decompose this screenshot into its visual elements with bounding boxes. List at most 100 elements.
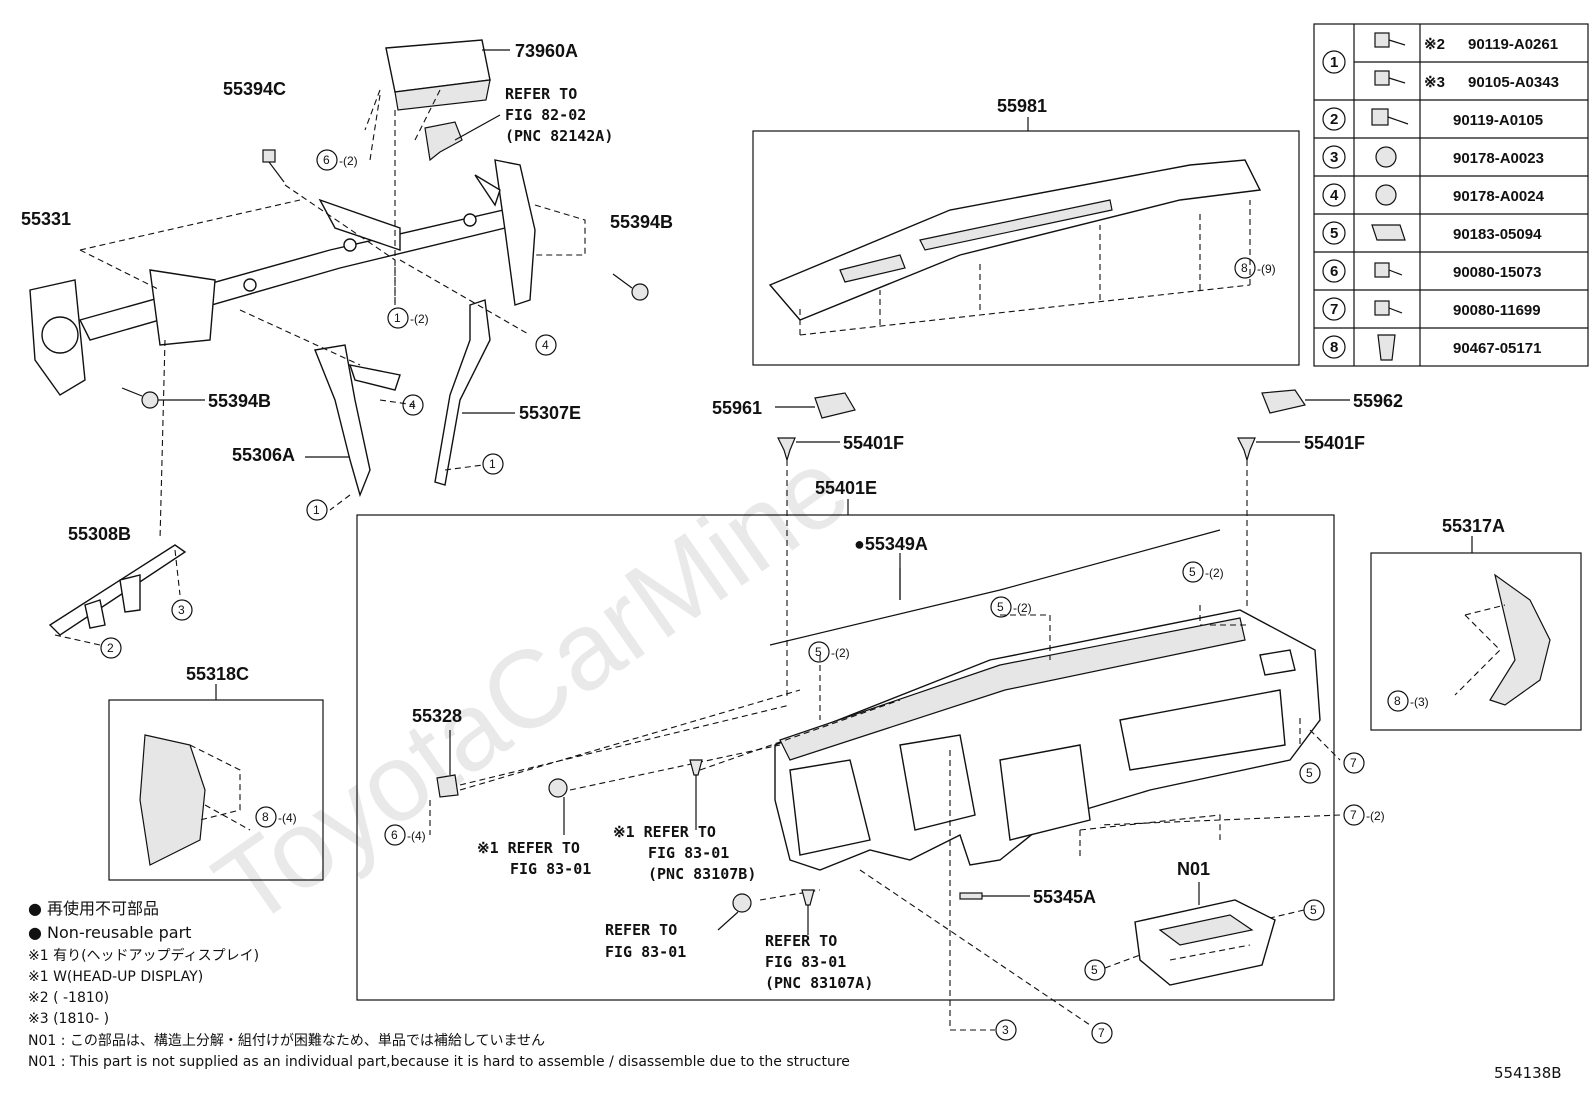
table-part-3: 90178-A0023 xyxy=(1453,150,1544,167)
svg-text:REFER TO: REFER TO xyxy=(765,932,837,950)
svg-text:FIG 82-02: FIG 82-02 xyxy=(505,106,586,124)
svg-text:1: 1 xyxy=(489,457,496,471)
part-label-55317a: 55317A xyxy=(1442,516,1505,536)
svg-text:7: 7 xyxy=(1350,808,1357,822)
part-55961-register xyxy=(775,392,856,419)
table-part-6: 90080-15073 xyxy=(1453,264,1541,281)
callout-6-4: 6 -(4) xyxy=(384,824,426,846)
svg-text:(PNC 83107A): (PNC 83107A) xyxy=(765,974,873,992)
part-55962-register xyxy=(1261,389,1350,414)
callout-7-2: 7 -(2) xyxy=(1343,804,1385,826)
frame-55401e xyxy=(356,514,1335,1001)
svg-text:7: 7 xyxy=(1098,1026,1105,1040)
fastener-table: 1 ※2 90119-A0261 ※3 90105-A0343 2 90119-… xyxy=(1313,23,1589,367)
note-2: ※2 ( -1810) xyxy=(28,990,109,1006)
svg-text:-(4): -(4) xyxy=(407,829,426,843)
part-55331-reinforcement xyxy=(29,159,536,396)
svg-text:4: 4 xyxy=(542,338,549,352)
svg-text:-(3): -(3) xyxy=(1410,695,1429,709)
part-label-55331: 55331 xyxy=(21,209,71,229)
svg-text:-(4): -(4) xyxy=(278,811,297,825)
svg-text:5: 5 xyxy=(815,645,822,659)
svg-text:2: 2 xyxy=(107,641,114,655)
part-label-55394c: 55394C xyxy=(223,79,286,99)
table-num-8: 8 xyxy=(1330,339,1338,356)
part-55318c-panel xyxy=(139,734,251,866)
part-label-55318c: 55318C xyxy=(186,664,249,684)
part-55306a-brace xyxy=(305,344,401,498)
frame-55981 xyxy=(752,130,1300,366)
svg-text:-(2): -(2) xyxy=(831,646,850,660)
frame-55317a xyxy=(1370,552,1582,731)
table-part-8: 90467-05171 xyxy=(1453,340,1541,357)
part-label-55307e: 55307E xyxy=(519,403,581,423)
svg-text:8: 8 xyxy=(1394,694,1401,708)
part-label-55349a: ●55349A xyxy=(854,534,928,554)
svg-text:5: 5 xyxy=(1189,565,1196,579)
part-label-55401f-left: 55401F xyxy=(843,433,904,453)
svg-text:3: 3 xyxy=(1002,1023,1009,1037)
svg-text:1: 1 xyxy=(394,311,401,325)
part-55317a-panel xyxy=(1454,573,1551,706)
svg-text:-(2): -(2) xyxy=(410,312,429,326)
svg-text:8: 8 xyxy=(1241,261,1248,275)
table-num-2: 2 xyxy=(1330,111,1338,128)
table-part-1b: 90105-A0343 xyxy=(1468,74,1559,91)
svg-text:※1 REFER TO: ※1 REFER TO xyxy=(477,839,580,857)
note-n01-ja: N01 : この部品は、構造上分解・組付けが困難なため、単品では補給していません xyxy=(28,1033,545,1049)
svg-text:1: 1 xyxy=(313,503,320,517)
svg-text:-(2): -(2) xyxy=(339,154,358,168)
callout-1-a: 1 xyxy=(482,453,504,475)
part-55307e-brace xyxy=(434,299,515,486)
svg-text:-(2): -(2) xyxy=(1013,601,1032,615)
bolt-55394b-left xyxy=(121,387,205,409)
note-en-nonreusable: ● Non-reusable part xyxy=(28,923,191,942)
part-label-55306a: 55306A xyxy=(232,445,295,465)
clip-55401f-right xyxy=(1237,437,1300,610)
callout-2-a: 2 xyxy=(100,637,122,659)
table-mark-1: ※2 xyxy=(1424,36,1445,53)
note-n01-en: N01 : This part is not supplied as an in… xyxy=(28,1054,850,1070)
svg-text:(PNC 83107B): (PNC 83107B) xyxy=(648,865,756,883)
svg-text:FIG 83-01: FIG 83-01 xyxy=(510,860,591,878)
table-part-4: 90178-A0024 xyxy=(1453,188,1545,205)
legend-notes: ● 再使用不可部品 ● Non-reusable part ※1 有り(ヘッドア… xyxy=(28,899,850,1070)
bolt-icon xyxy=(1371,32,1409,126)
clip-center-b xyxy=(689,759,703,830)
part-label-n01: N01 xyxy=(1177,859,1210,879)
callout-7-b: 7 xyxy=(1091,1022,1113,1044)
callout-8-3: 8 -(3) xyxy=(1387,690,1429,712)
part-label-55394b-top: 55394B xyxy=(610,212,673,232)
svg-text:4: 4 xyxy=(409,398,416,412)
reference-fig-83-01-a: ※1 REFER TO FIG 83-01 xyxy=(477,839,591,878)
callout-8-4: 8 -(4) xyxy=(255,806,297,828)
svg-text:FIG 83-01: FIG 83-01 xyxy=(765,953,846,971)
callout-5-a: 5 xyxy=(1299,762,1321,784)
svg-text:5: 5 xyxy=(997,600,1004,614)
svg-text:-(2): -(2) xyxy=(1205,566,1224,580)
reference-fig-82-02: REFER TO FIG 82-02 (PNC 82142A) xyxy=(505,85,613,145)
part-label-73960a: 73960A xyxy=(515,41,578,61)
clip-lower-b xyxy=(801,889,815,935)
callout-7-a: 7 xyxy=(1343,752,1365,774)
screw-icon xyxy=(1374,262,1403,316)
table-num-4: 4 xyxy=(1330,187,1339,204)
callout-5-b: 5 xyxy=(1269,899,1325,921)
table-num-1: 1 xyxy=(1330,54,1338,71)
part-n01-box xyxy=(1134,882,1276,986)
svg-text:5: 5 xyxy=(1091,963,1098,977)
part-label-55981: 55981 xyxy=(997,96,1047,116)
note-1-en: ※1 W(HEAD-UP DISPLAY) xyxy=(28,969,203,985)
svg-text:7: 7 xyxy=(1350,756,1357,770)
part-55981-upper-panel xyxy=(768,159,1262,336)
callout-1-2: 1 -(2) xyxy=(387,307,429,329)
part-label-55394b-left: 55394B xyxy=(208,391,271,411)
callout-4-b: 4 xyxy=(402,394,424,416)
svg-text:REFER TO: REFER TO xyxy=(505,85,577,103)
reference-fig-83-01-b: ※1 REFER TO FIG 83-01 (PNC 83107B) xyxy=(613,823,756,883)
table-num-7: 7 xyxy=(1330,301,1338,318)
callout-5-c: 5 xyxy=(1084,954,1141,981)
callout-1-b: 1 xyxy=(306,499,328,521)
part-73960a-airbag xyxy=(385,39,510,162)
